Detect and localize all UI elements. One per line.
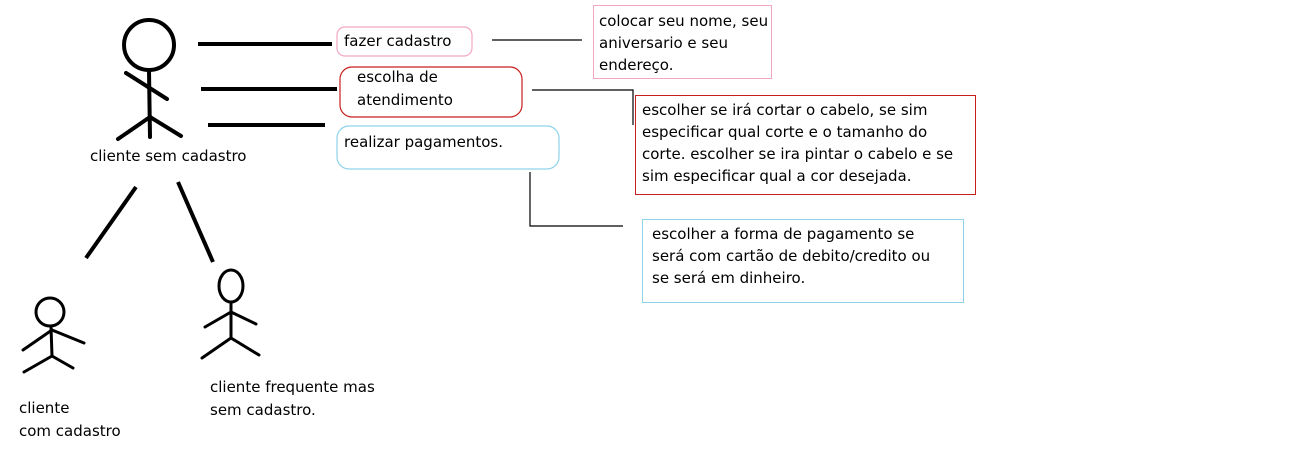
note-service-text: escolher se irá cortar o cabelo, se sim … — [642, 101, 954, 185]
note-register: colocar seu nome, seu aniversario e seu … — [593, 5, 772, 79]
actor-frequent-figure — [200, 268, 261, 360]
connector-payment — [529, 172, 623, 227]
generalization-registered — [84, 185, 138, 260]
actor-main-figure — [116, 18, 183, 141]
usecase-register-outline — [336, 26, 473, 57]
usecase-service-label: escolha de atendimento — [357, 68, 453, 109]
note-payment: escolher a forma de pagamento se será co… — [642, 219, 964, 303]
note-payment-text: escolher a forma de pagamento se será co… — [652, 225, 931, 287]
usecase-register-label: fazer cadastro — [344, 32, 452, 50]
usecase-payment-outline — [336, 125, 560, 170]
actor-frequent-label: cliente frequente mas sem cadastro. — [210, 378, 375, 419]
connector-service — [532, 89, 634, 125]
usecase-payment-label: realizar pagamentos. — [344, 133, 504, 151]
note-service: escolher se irá cortar o cabelo, se sim … — [635, 95, 976, 195]
note-register-text: colocar seu nome, seu aniversario e seu … — [599, 12, 769, 74]
actor-registered-label: cliente com cadastro — [19, 399, 121, 440]
actor-registered-figure — [21, 296, 86, 374]
generalization-frequent — [176, 181, 215, 263]
actor-main-label: cliente sem cadastro — [90, 147, 247, 165]
usecase-service-outline — [339, 66, 523, 118]
